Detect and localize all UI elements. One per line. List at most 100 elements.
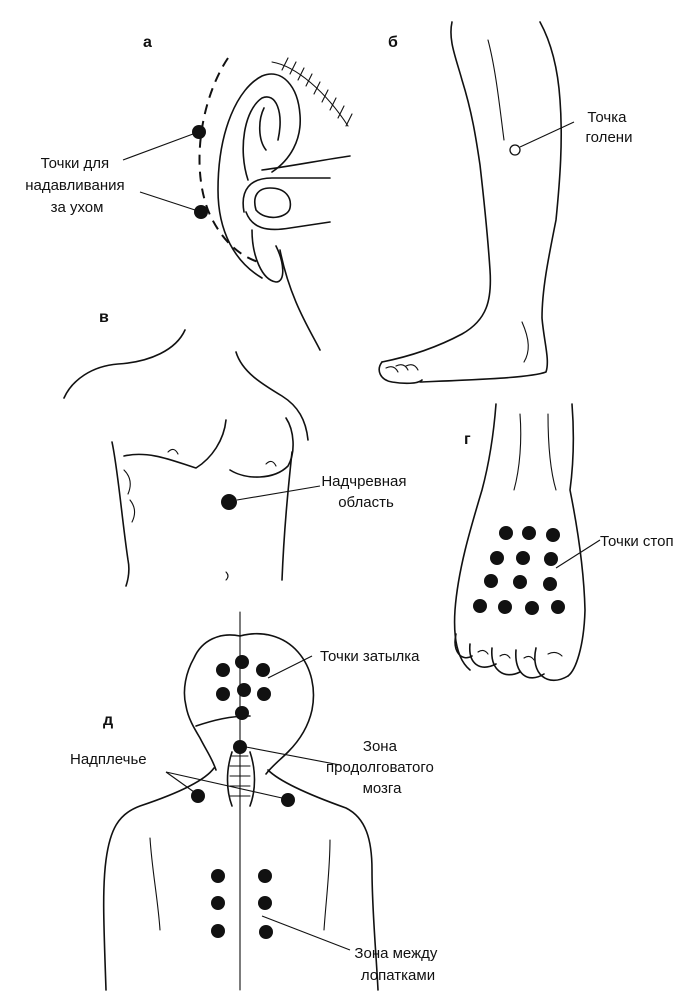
foot-left-outline [453, 403, 497, 671]
shin-point-label: Точка голени [586, 109, 633, 146]
leg-back-outline [381, 21, 492, 363]
shoulder-label: Надплечье [70, 751, 147, 768]
shoulder-point-left [191, 789, 205, 803]
ear-back-dashed-line [198, 57, 259, 263]
leg-front-outline [419, 21, 563, 383]
foot-point [473, 599, 487, 613]
ear-antihelix [258, 107, 267, 151]
navel [225, 571, 229, 581]
medulla-point [233, 740, 247, 754]
ankle-line [521, 321, 529, 363]
occiput-point [216, 663, 230, 677]
hair-strokes [281, 57, 353, 127]
cheek-line [261, 155, 351, 171]
head-right-outline [239, 632, 315, 775]
nipples [167, 448, 277, 467]
rib-lines [123, 469, 136, 523]
foot-point [551, 600, 565, 614]
foot-point [522, 526, 536, 540]
thumb-bottom [245, 211, 331, 231]
scapular-point [211, 896, 225, 910]
foot-point [543, 577, 557, 591]
ear-leader-lower [139, 191, 196, 211]
panel-foot: г Точки стоп [453, 403, 674, 682]
back-right-inner [323, 839, 331, 931]
panel-back: д Точки затылка Зона продолговатого мо [70, 611, 441, 991]
medulla-leader [245, 746, 341, 766]
foot-points-label: Точки стоп [600, 533, 674, 550]
epigastric-leader [236, 485, 321, 501]
panel-letter-g: г [464, 431, 471, 448]
scapular-point [258, 869, 272, 883]
panel-letter-a: а [143, 34, 152, 51]
occiput-point [237, 683, 251, 697]
ear-outline [217, 73, 301, 279]
occiput-point [235, 706, 249, 720]
shin-point [509, 144, 521, 156]
foot-point [546, 528, 560, 542]
hair-line [271, 61, 349, 127]
shin-leader [519, 121, 575, 148]
foot-ankle-line [547, 413, 557, 491]
ear-lobe [251, 229, 284, 283]
panel-leg: б Точка голени [378, 21, 633, 385]
neck-vertebrae [229, 755, 251, 797]
leg-knee-line [487, 39, 505, 141]
ear-point-upper [192, 125, 206, 139]
ear-point-lower [194, 205, 208, 219]
scapular-point [211, 869, 225, 883]
torso-right-shoulder [235, 351, 309, 441]
foot-toes [378, 361, 423, 385]
panel-letter-v: в [99, 309, 109, 326]
occiput-point [256, 663, 270, 677]
chest-left [123, 419, 227, 469]
foot-point [484, 574, 498, 588]
foot-point [525, 601, 539, 615]
shoulder-leader-left [165, 771, 195, 793]
torso-left-shoulder [63, 329, 186, 399]
scapular-leader [261, 915, 351, 951]
ear-points-label: Точки для надавливания за ухом [25, 155, 129, 216]
thumb-top [242, 177, 331, 213]
occiput-point [257, 687, 271, 701]
panel-letter-b: б [388, 34, 398, 51]
torso-right-side [281, 451, 293, 581]
back-right-outline [267, 769, 379, 991]
neck-left [226, 751, 233, 807]
occiput-points-label: Точки затылка [320, 648, 420, 665]
foot-right-outline [567, 403, 586, 677]
occiput-leader [267, 655, 313, 679]
chest-right [229, 417, 294, 478]
shoulder-point-right [281, 793, 295, 807]
scapular-point [211, 924, 225, 938]
panel-ear: а Точки для надавливания за ухом [25, 34, 353, 351]
shoulder-leader-right [165, 771, 283, 799]
back-left-outline [102, 767, 215, 991]
medulla-zone-label: Зона продолговатого мозга [326, 738, 438, 797]
occiput-point [235, 655, 249, 669]
thumbnail [254, 187, 292, 219]
neck-right [249, 751, 256, 807]
back-left-inner [149, 837, 161, 931]
head-left-outline [183, 634, 241, 771]
scapular-zone-label: Зона между лопатками [354, 945, 441, 984]
foot-leader [555, 539, 601, 569]
foot-point [490, 551, 504, 565]
ear-leader-upper [122, 133, 194, 161]
torso-left-side [111, 441, 130, 587]
toe-detail [385, 364, 419, 373]
foot-point [513, 575, 527, 589]
scapular-point [258, 896, 272, 910]
foot-tendon [513, 413, 522, 491]
occiput-point [216, 687, 230, 701]
scapular-point [259, 925, 273, 939]
foot-point [516, 551, 530, 565]
neck-line [279, 249, 321, 351]
toenails [477, 649, 563, 661]
foot-point [498, 600, 512, 614]
foot-point [499, 526, 513, 540]
panel-letter-d: д [103, 712, 113, 729]
panel-torso: в Надчревная область [63, 309, 406, 587]
